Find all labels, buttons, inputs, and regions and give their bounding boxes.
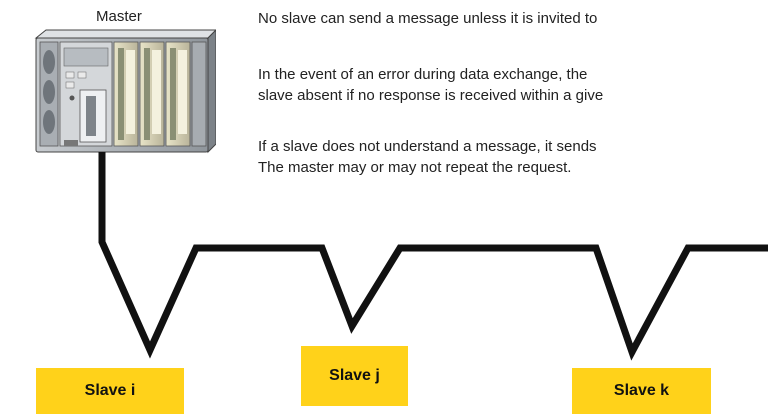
- master-label: Master: [96, 8, 142, 25]
- info-text-line: No slave can send a message unless it is…: [258, 10, 598, 27]
- slave-j-box: Slave j: [301, 346, 408, 406]
- info-text-line: The master may or may not repeat the req…: [258, 159, 572, 176]
- slave-i-box: Slave i: [36, 368, 184, 414]
- info-text-line: slave absent if no response is received …: [258, 87, 604, 104]
- plc-controller-icon: [34, 29, 216, 154]
- info-text-not-understood: If a slave does not understand a message…: [258, 136, 597, 178]
- slave-k-box: Slave k: [572, 368, 711, 414]
- info-text-line: In the event of an error during data exc…: [258, 66, 588, 83]
- bus-line: [98, 152, 768, 361]
- info-text-line: If a slave does not understand a message…: [258, 138, 597, 155]
- info-text-invitation: No slave can send a message unless it is…: [258, 8, 597, 29]
- info-text-error: In the event of an error during data exc…: [258, 64, 603, 106]
